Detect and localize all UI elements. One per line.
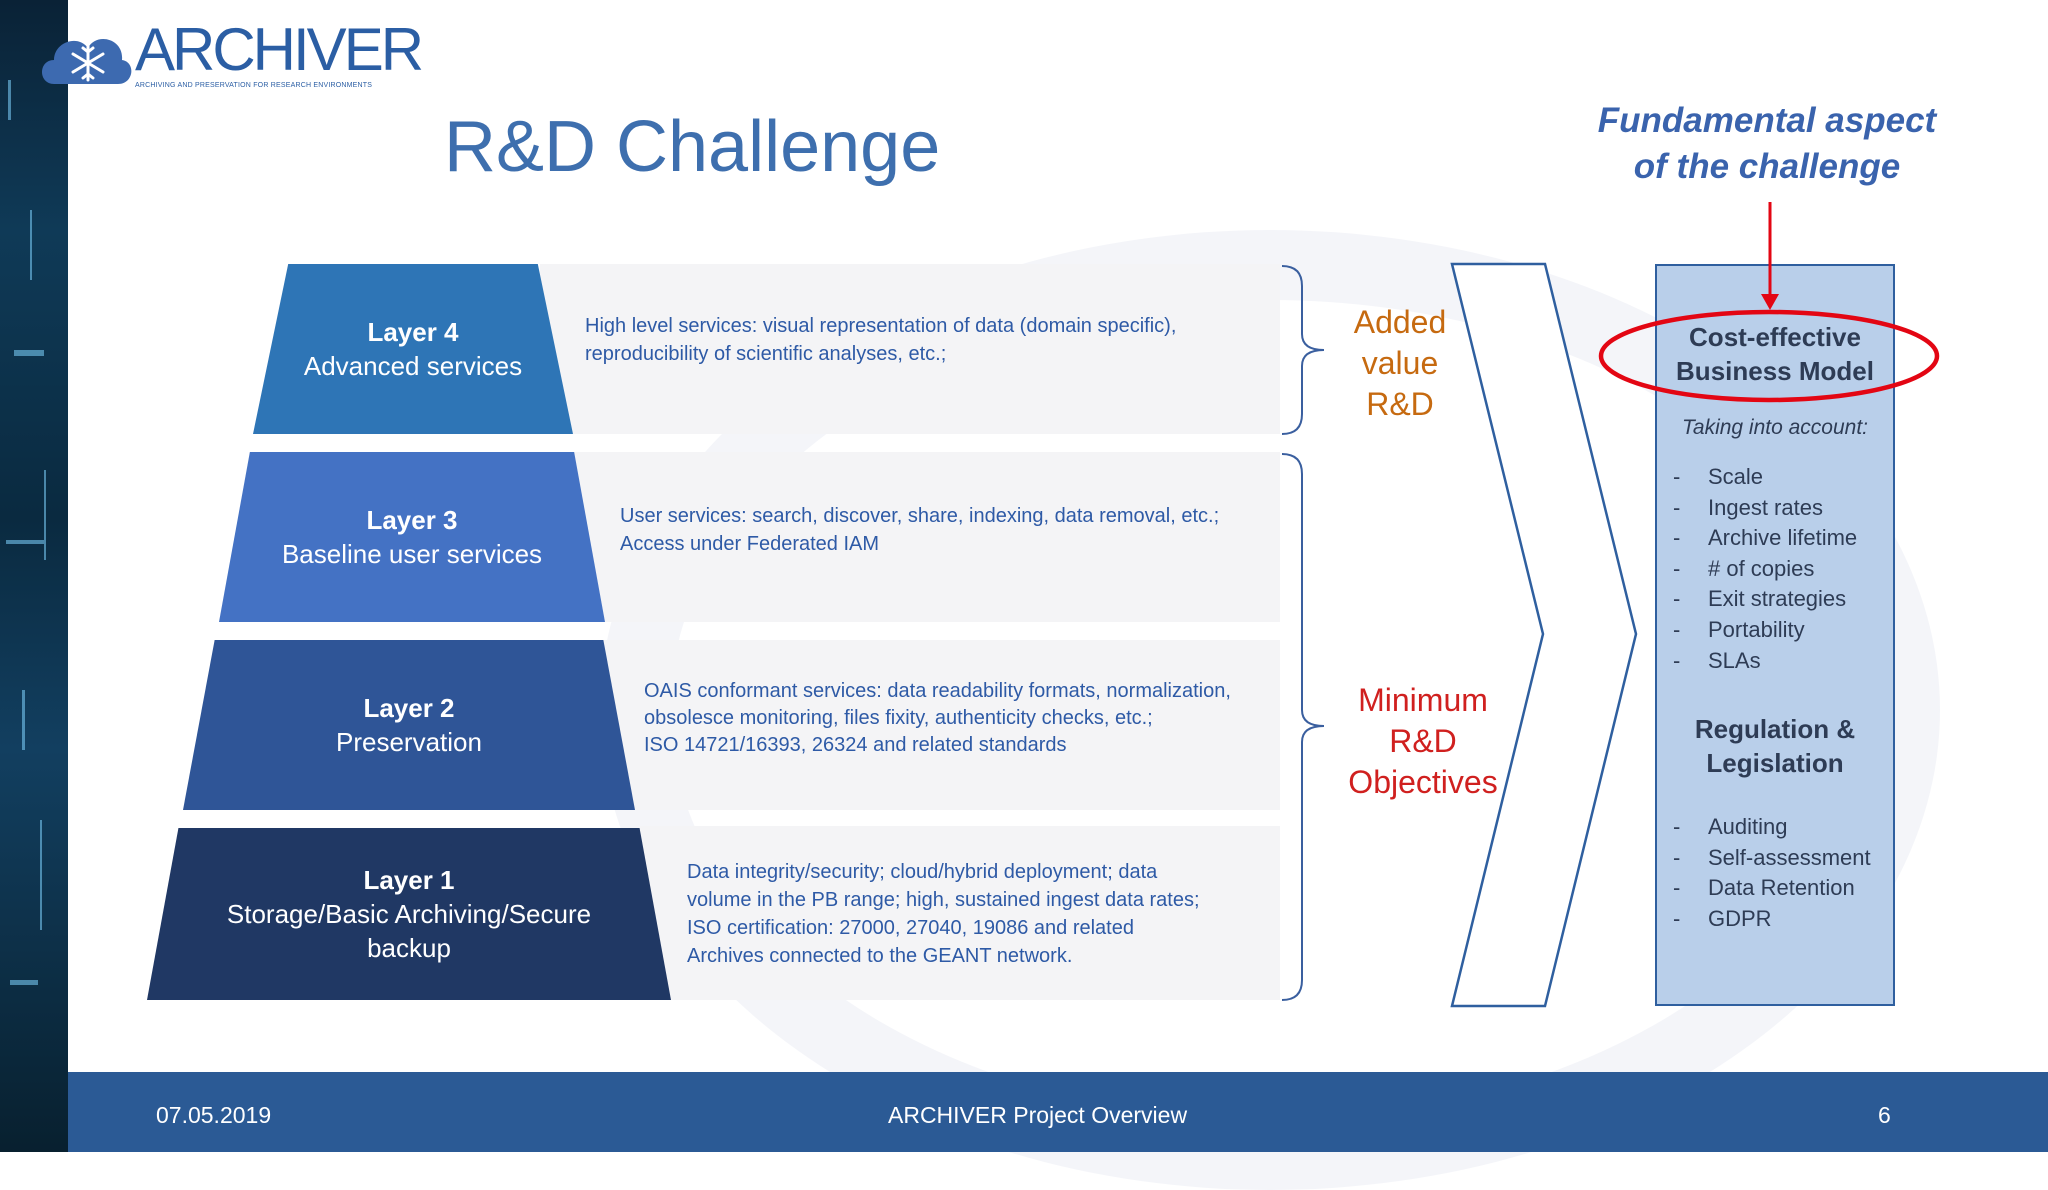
list-item: Data Retention xyxy=(1657,873,1893,904)
brace-top xyxy=(1281,265,1325,435)
layer-subtitle: Storage/Basic Archiving/Secure backup xyxy=(226,899,592,963)
callout-line: Fundamental aspect xyxy=(1597,101,1937,140)
layer-title: Layer 3 xyxy=(366,505,458,535)
description-line: OAIS conformant services: data readabili… xyxy=(644,680,1231,702)
minimum-objectives-label: Minimum R&D Objectives xyxy=(1330,680,1516,803)
callout-text: Fundamental aspect of the challenge xyxy=(1540,98,1994,190)
list-item: Exit strategies xyxy=(1657,584,1893,615)
list-item: Portability xyxy=(1657,615,1893,646)
layer-2: Layer 2 Preservation xyxy=(183,640,635,810)
footer-title: ARCHIVER Project Overview xyxy=(888,1102,1188,1128)
decorative-sidebar xyxy=(0,0,68,1152)
description-line: volume in the PB range; high, sustained … xyxy=(687,889,1200,911)
list-item: SLAs xyxy=(1657,646,1893,677)
layer-title: Layer 1 xyxy=(363,865,455,895)
row-background xyxy=(600,640,1280,810)
description-line: Data integrity/security; cloud/hybrid de… xyxy=(687,861,1158,883)
layer-4-description: High level services: visual representati… xyxy=(585,312,1176,368)
description-line: Archives connected to the GEANT network. xyxy=(687,945,1073,967)
highlight-annotation xyxy=(1598,202,1940,403)
added-value-label: Added value R&D xyxy=(1330,302,1470,425)
considerations-list: Scale Ingest rates Archive lifetime # of… xyxy=(1657,462,1893,676)
layer-1-description: Data integrity/security; cloud/hybrid de… xyxy=(687,858,1200,970)
box-note: Taking into account: xyxy=(1681,416,1869,439)
layer-subtitle: Preservation xyxy=(336,727,482,757)
list-item: Auditing xyxy=(1657,812,1893,843)
description-line: User services: search, discover, share, … xyxy=(620,505,1220,527)
list-item: Self-assessment xyxy=(1657,843,1893,874)
heading-line: Cost-effective xyxy=(1689,322,1861,352)
footer-bar: 07.05.2019 ARCHIVER Project Overview 6 xyxy=(68,1072,2048,1152)
description-line: High level services: visual representati… xyxy=(585,315,1177,337)
layer-subtitle: Baseline user services xyxy=(281,539,543,569)
brace-bottom xyxy=(1281,453,1325,1001)
layer-3-description: User services: search, discover, share, … xyxy=(620,502,1219,558)
list-item: # of copies xyxy=(1657,554,1893,585)
label-line: value xyxy=(1361,345,1439,381)
description-line: obsolesce monitoring, files fixity, auth… xyxy=(644,707,1153,729)
label-line: Objectives xyxy=(1348,764,1498,800)
box-heading: Cost-effective Business Model xyxy=(1657,320,1893,388)
row-background xyxy=(640,826,1280,1000)
logo-tagline: ARCHIVING AND PRESERVATION FOR RESEARCH … xyxy=(135,82,373,89)
logo-wordmark: ARCHIVER xyxy=(135,16,424,83)
description-line: reproducibility of scientific analyses, … xyxy=(585,343,947,365)
archiver-logo: ARCHIVER ARCHIVING AND PRESERVATION FOR … xyxy=(40,16,424,98)
description-line: ISO 14721/16393, 26324 and related stand… xyxy=(644,734,1067,756)
label-line: R&D xyxy=(1366,386,1434,422)
callout-line: of the challenge xyxy=(1633,147,1901,186)
list-item: Scale xyxy=(1657,462,1893,493)
list-item: GDPR xyxy=(1657,904,1893,935)
layer-3: Layer 3 Baseline user services xyxy=(219,452,605,622)
label-line: Added xyxy=(1353,304,1447,340)
regulation-list: Auditing Self-assessment Data Retention … xyxy=(1657,812,1893,934)
heading-line: Regulation & xyxy=(1694,714,1856,745)
layer-title: Layer 4 xyxy=(367,317,459,347)
list-item: Archive lifetime xyxy=(1657,523,1893,554)
heading-line: Business Model xyxy=(1676,356,1874,386)
layer-4: Layer 4 Advanced services xyxy=(253,264,573,434)
description-line: Access under Federated IAM xyxy=(620,533,880,555)
list-item: Ingest rates xyxy=(1657,493,1893,524)
description-line: ISO certification: 27000, 27040, 19086 a… xyxy=(687,917,1134,939)
heading-line: Legislation xyxy=(1706,748,1844,779)
chevron-arrow xyxy=(1450,262,1638,1008)
page-title: R&D Challenge xyxy=(444,107,941,187)
row-background xyxy=(570,452,1280,622)
layer-2-description: OAIS conformant services: data readabili… xyxy=(644,678,1231,759)
box-heading-regulation: Regulation & Legislation xyxy=(1657,712,1893,780)
label-line: R&D xyxy=(1389,723,1457,759)
layer-1: Layer 1 Storage/Basic Archiving/Secure b… xyxy=(147,828,671,1000)
layer-subtitle: Advanced services xyxy=(303,351,523,381)
label-line: Minimum xyxy=(1358,682,1488,718)
business-model-box: Cost-effective Business Model Taking int… xyxy=(1655,264,1895,1006)
page-number: 6 xyxy=(1878,1102,1891,1128)
footer-date: 07.05.2019 xyxy=(156,1102,272,1128)
layer-title: Layer 2 xyxy=(363,693,455,723)
row-background xyxy=(540,264,1280,434)
cloud-snowflake-icon xyxy=(42,38,132,84)
